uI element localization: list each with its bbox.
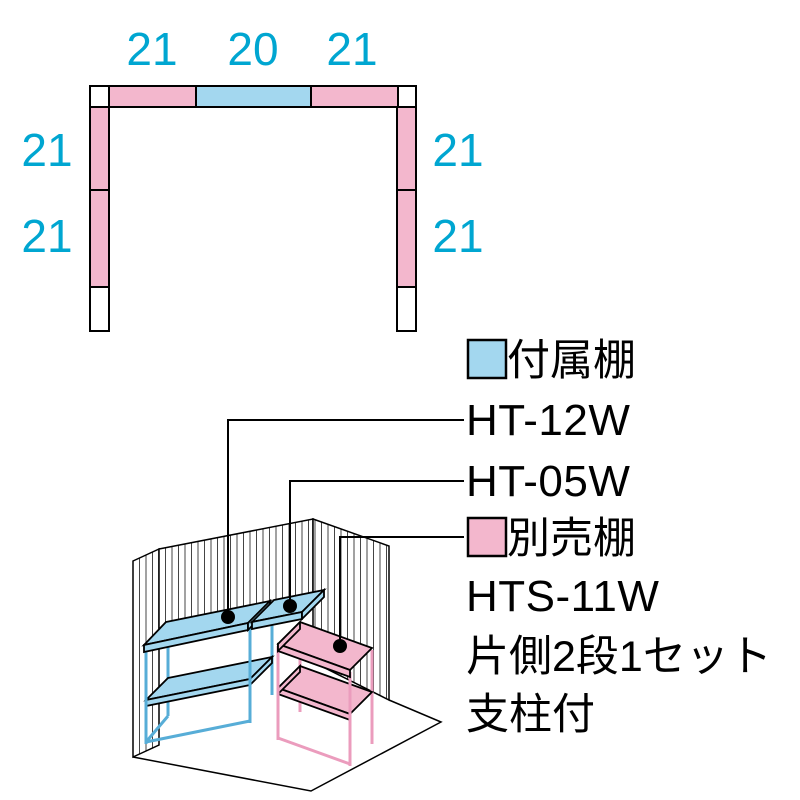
dim-top-shelf-left: 21 bbox=[126, 23, 178, 75]
callout-lines bbox=[227, 419, 464, 646]
included-shelf-swatch bbox=[466, 338, 508, 380]
dim-top-shelf-right: 21 bbox=[326, 23, 378, 75]
callout-line-ht05w bbox=[289, 480, 464, 606]
legend-included-model-2: HT-05W bbox=[466, 457, 631, 506]
optional-upper-shelf bbox=[276, 619, 374, 679]
legend-optional-model: HTS-11W bbox=[466, 572, 660, 621]
dim-left-shelf-1: 21 bbox=[21, 124, 73, 176]
legend-optional-note-2: 支柱付 bbox=[466, 691, 595, 739]
plan-left-bottom-cap bbox=[89, 286, 110, 332]
plan-left-shelf-1 bbox=[89, 106, 110, 191]
dim-right-shelf-1: 21 bbox=[432, 124, 484, 176]
included-shelf-legs-front bbox=[144, 625, 252, 744]
floor-edge bbox=[132, 699, 443, 792]
dim-left-shelf-2: 21 bbox=[21, 210, 73, 262]
optional-shelf-legs-front bbox=[276, 646, 352, 766]
included-lower-shelf bbox=[143, 654, 275, 708]
plan-top-shelf-left bbox=[108, 85, 197, 108]
plan-top-shelf-right bbox=[310, 85, 399, 108]
plan-right-shelf-1 bbox=[396, 106, 417, 191]
plan-top-right-cap bbox=[397, 85, 417, 108]
optional-shelf-swatch bbox=[466, 516, 508, 558]
plan-right-shelf-2 bbox=[396, 189, 417, 288]
legend-included-model-1: HT-12W bbox=[466, 396, 631, 445]
legend-optional-note-1: 片側2段1セット bbox=[466, 633, 772, 681]
shed-floor bbox=[132, 699, 443, 792]
callout-dot-ht05w bbox=[283, 599, 297, 613]
plan-top-shelf-center bbox=[195, 85, 312, 108]
callout-line-ht12w bbox=[227, 419, 464, 617]
plan-right-bottom-cap bbox=[396, 286, 417, 332]
callout-line-hts11w bbox=[339, 536, 464, 646]
legend-optional-label: 別売棚 bbox=[507, 515, 636, 563]
plan-top-left-cap bbox=[89, 85, 110, 108]
callout-dot-hts11w bbox=[333, 639, 347, 653]
optional-shelf-unit bbox=[276, 619, 374, 766]
plan-left-shelf-2 bbox=[89, 189, 110, 288]
dim-right-shelf-2: 21 bbox=[432, 210, 484, 262]
shed-illustration bbox=[132, 419, 464, 792]
plan-diagram bbox=[89, 85, 417, 332]
callout-dot-ht12w bbox=[221, 610, 235, 624]
legend-swatches bbox=[466, 338, 508, 558]
callout-dots bbox=[221, 599, 347, 653]
dim-top-shelf-center: 20 bbox=[227, 23, 279, 75]
legend-included-label: 付属棚 bbox=[507, 337, 636, 385]
